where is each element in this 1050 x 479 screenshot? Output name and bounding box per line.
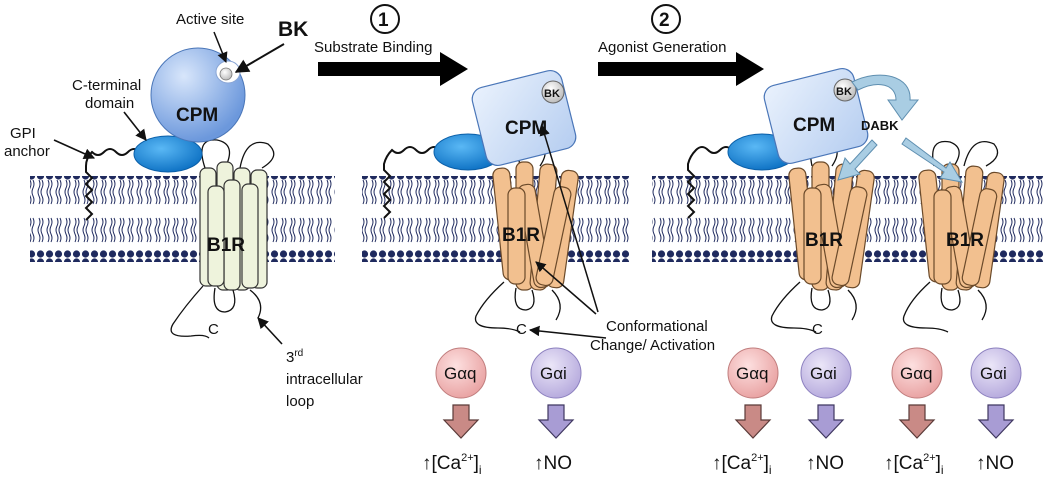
cpm-label-3: CPM bbox=[793, 115, 835, 136]
no-output-2: ↑NO bbox=[806, 453, 844, 474]
membrane-panel-1 bbox=[30, 176, 335, 262]
gpi-label-line2: anchor bbox=[4, 143, 50, 160]
gai-label-3: Gαi bbox=[980, 364, 1007, 383]
gpi-anchor-chain-2 bbox=[382, 146, 441, 219]
bk-label-1: BK bbox=[278, 18, 308, 41]
c-terminal-label-line1: C-terminal bbox=[72, 77, 141, 94]
bk-peptide-3 bbox=[833, 78, 857, 102]
panel-2-bound: B1R C BK CPM Conformational Change/ Acti… bbox=[382, 70, 715, 354]
loop-pointer bbox=[257, 317, 283, 345]
gaq-label-3: Gαq bbox=[900, 364, 933, 383]
gpi-pointer bbox=[53, 139, 96, 159]
gaq-label-2: Gαq bbox=[736, 364, 769, 383]
gaq-arrow-2 bbox=[734, 404, 772, 439]
loop-label-line1: 3rd bbox=[286, 348, 303, 366]
calcium-output-1: ↑[Ca2+]i bbox=[422, 452, 482, 477]
gaq-label-1: Gαq bbox=[444, 364, 477, 383]
b1r-receptor-active-3a bbox=[788, 161, 875, 291]
cpm-label-2: CPM bbox=[505, 118, 547, 139]
gai-protein-3 bbox=[970, 347, 1022, 399]
b1r-label-3a: B1R bbox=[805, 230, 843, 251]
b1r-label-2: B1R bbox=[502, 225, 540, 246]
active-site-pointer bbox=[213, 31, 228, 63]
b1r-label-1: B1R bbox=[207, 235, 245, 256]
conformational-pointer-1 bbox=[539, 124, 599, 313]
calcium-output-3: ↑[Ca2+]i bbox=[884, 452, 944, 477]
step-2-circle bbox=[651, 4, 681, 34]
bk-peptide-small bbox=[219, 67, 233, 81]
conformational-pointer-2 bbox=[535, 261, 597, 315]
loop-label-line3: loop bbox=[286, 393, 314, 410]
c-terminal-pointer bbox=[123, 111, 147, 141]
gprotein-set-2: Gαq ↑[Ca2+]i Gαi ↑NO bbox=[712, 347, 852, 477]
gaq-protein-2 bbox=[727, 347, 779, 399]
step-1-circle bbox=[370, 4, 400, 34]
bk-pointer-arrow bbox=[234, 43, 285, 73]
step-1-label: Substrate Binding bbox=[314, 39, 432, 56]
c-terminus-label-3a: C bbox=[812, 321, 823, 338]
conformational-pointer-3 bbox=[528, 325, 607, 339]
c-terminus-label-2: C bbox=[516, 321, 527, 338]
panel-1-inactive: B1R C CPM Active site BK C-terminal doma… bbox=[4, 11, 363, 410]
step-2: 2 Agonist Generation bbox=[598, 4, 764, 86]
step-1-arrow bbox=[318, 52, 468, 86]
gai-arrow-2 bbox=[807, 404, 845, 439]
conformational-label-line1: Conformational bbox=[606, 318, 708, 335]
no-output-1: ↑NO bbox=[534, 453, 572, 474]
step-2-number: 2 bbox=[659, 10, 670, 31]
b1r-label-3b: B1R bbox=[946, 230, 984, 251]
gai-label-2: Gαi bbox=[810, 364, 837, 383]
active-site-label: Active site bbox=[176, 11, 244, 28]
gai-label-1: Gαi bbox=[540, 364, 567, 383]
bk-peptide-2 bbox=[541, 80, 565, 104]
gaq-arrow-1 bbox=[442, 404, 480, 439]
gaq-protein-3 bbox=[891, 347, 943, 399]
gpi-anchor-chain bbox=[84, 148, 141, 221]
c-terminal-label-line2: domain bbox=[85, 95, 134, 112]
cpm-label-1: CPM bbox=[176, 105, 218, 126]
gpi-anchor-chain-3 bbox=[686, 146, 733, 219]
dabk-curved-arrow bbox=[851, 74, 920, 121]
gai-protein-2 bbox=[800, 347, 852, 399]
b1r-receptor-active-3b bbox=[918, 163, 1005, 291]
step-2-label: Agonist Generation bbox=[598, 39, 726, 56]
gaq-protein-1 bbox=[435, 347, 487, 399]
conformational-label-line2: Change/ Activation bbox=[590, 337, 715, 354]
step-2-arrow bbox=[598, 52, 764, 86]
b1r-receptor-active-2 bbox=[492, 161, 579, 291]
gai-arrow-3 bbox=[977, 404, 1015, 439]
c-terminus-label-1: C bbox=[208, 321, 219, 338]
no-output-3: ↑NO bbox=[976, 453, 1014, 474]
gpi-domain-ellipse bbox=[133, 135, 203, 173]
b1r-receptor-inactive bbox=[199, 161, 268, 291]
gaq-arrow-3 bbox=[898, 404, 936, 439]
step-1: 1 Substrate Binding bbox=[314, 4, 468, 86]
gpi-label-line1: GPI bbox=[10, 125, 36, 142]
gprotein-set-3: Gαq ↑[Ca2+]i Gαi ↑NO bbox=[884, 347, 1022, 477]
dabk-arrow-to-receptor-b bbox=[901, 137, 963, 183]
dabk-label: DABK bbox=[861, 118, 899, 133]
panel-3-agonist: B1R C B1R BK CPM DABK bbox=[686, 68, 1005, 338]
loop-label-line2: intracellular bbox=[286, 371, 363, 388]
bk-label-3: BK bbox=[836, 86, 852, 98]
bk-label-2: BK bbox=[544, 88, 560, 100]
calcium-output-2: ↑[Ca2+]i bbox=[712, 452, 772, 477]
step-1-number: 1 bbox=[378, 10, 389, 31]
gai-protein-1 bbox=[530, 347, 582, 399]
gai-arrow-1 bbox=[537, 404, 575, 439]
dabk-arrow-to-receptor-a bbox=[837, 139, 878, 181]
gprotein-set-1: Gαq ↑[Ca2+]i Gαi ↑NO bbox=[422, 347, 582, 477]
